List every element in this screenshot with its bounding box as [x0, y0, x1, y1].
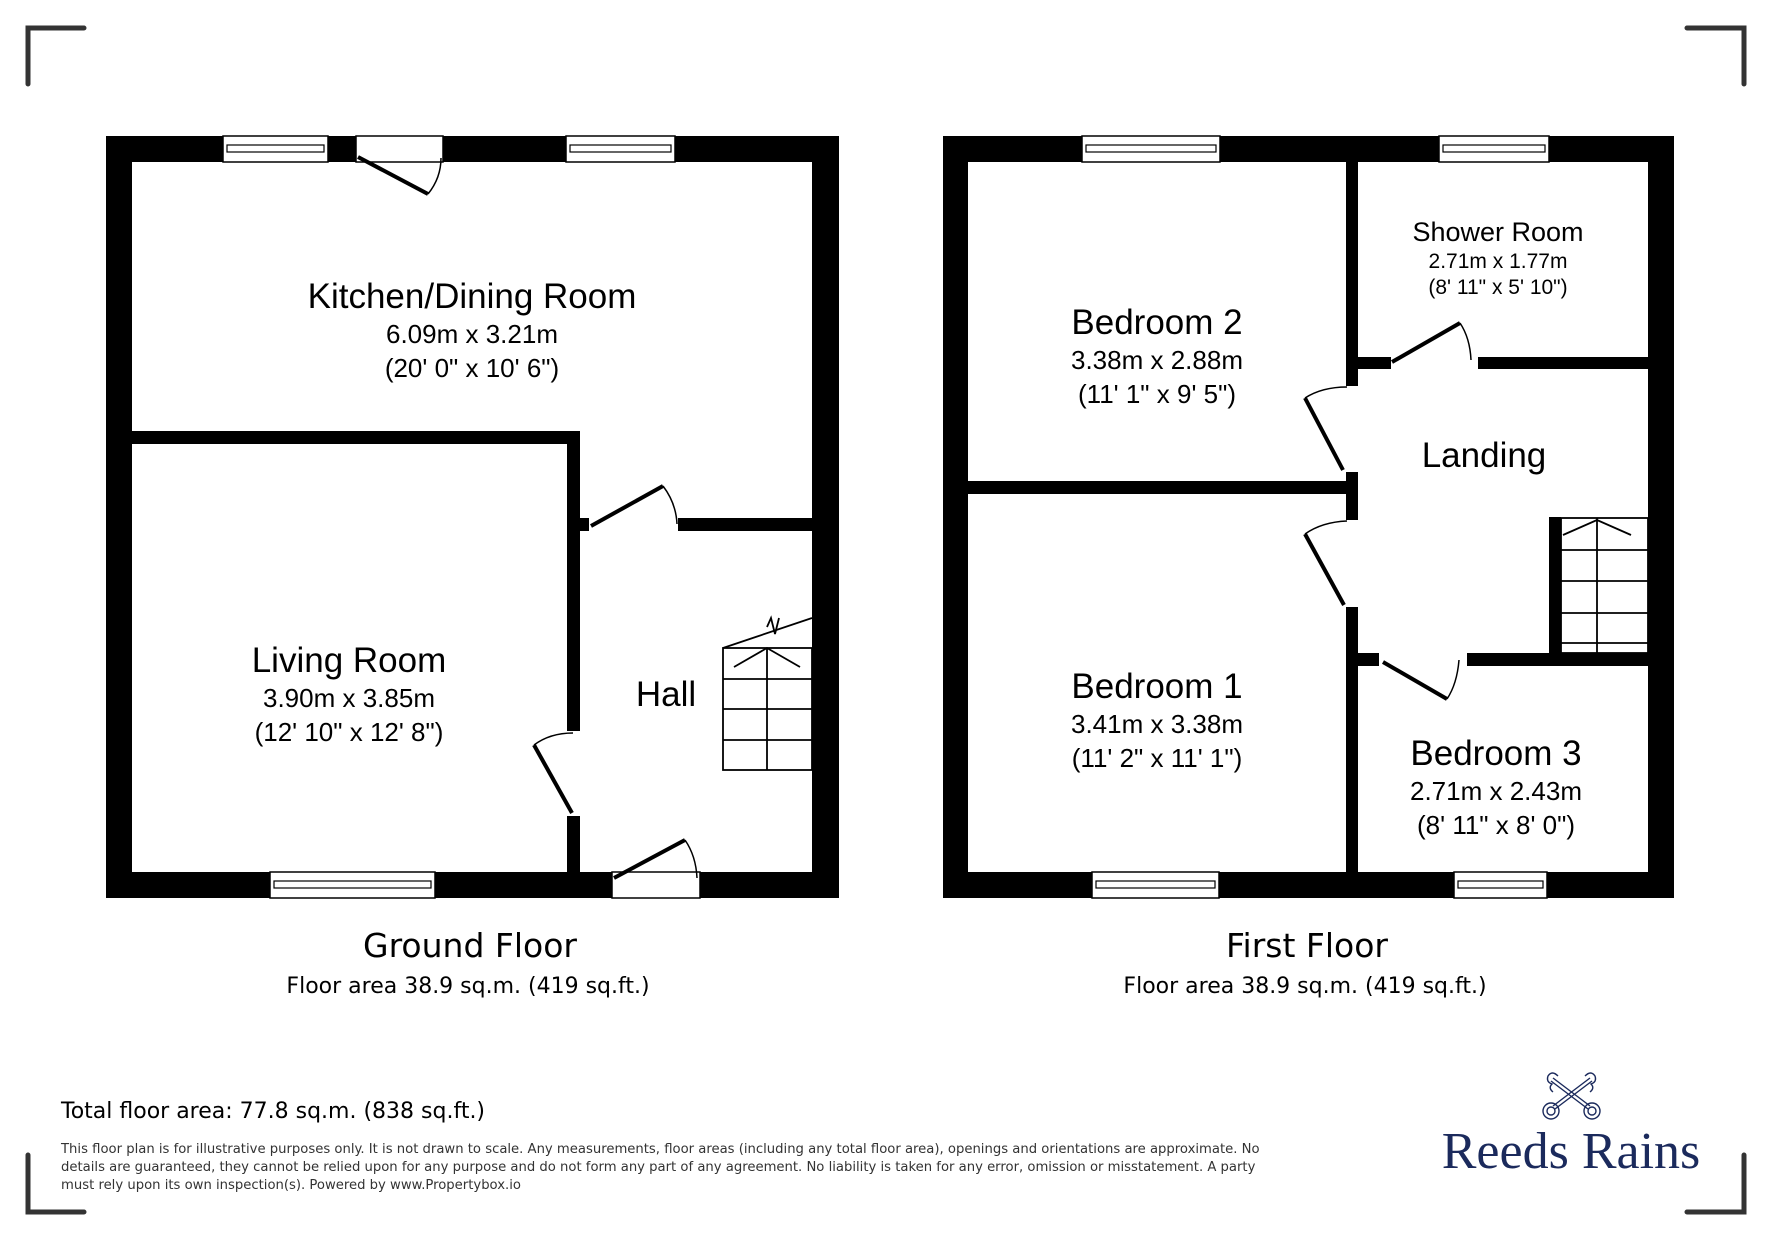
disclaimer-line-2: details are guaranteed, they cannot be r…	[61, 1160, 1256, 1175]
room-name: Bedroom 1	[1071, 667, 1242, 706]
total-floor-area: Total floor area: 77.8 sq.m. (838 sq.ft.…	[60, 1099, 485, 1124]
room-name: Bedroom 3	[1410, 734, 1581, 773]
first-wall-bed1-landing	[1346, 607, 1358, 872]
ground-wall-living-hall-upper	[567, 431, 580, 731]
door-shower-room	[1391, 321, 1472, 364]
window-bedroom-1	[1091, 871, 1220, 899]
door-bedroom-3	[1381, 659, 1460, 701]
ground-floor-area: Floor area 38.9 sq.m. (419 sq.ft.)	[286, 974, 649, 999]
room-imperial: (11' 2" x 11' 1")	[1072, 743, 1243, 773]
room-bedroom-2: Bedroom 2 3.38m x 2.88m (11' 1" x 9' 5")	[1071, 303, 1243, 409]
room-metric: 6.09m x 3.21m	[386, 319, 558, 349]
brand-name: Reeds Rains	[1442, 1123, 1701, 1180]
room-imperial: (12' 10" x 12' 8")	[255, 717, 444, 747]
corner-mark-top-right	[1684, 25, 1747, 87]
window-shower-room	[1438, 135, 1550, 163]
disclaimer-line-3: must rely upon its own inspection(s). Po…	[61, 1178, 521, 1193]
corner-mark-bottom-right	[1684, 1152, 1747, 1215]
door-bedroom-1	[1303, 520, 1348, 606]
first-outer-wall-top	[943, 136, 1674, 162]
room-name: Kitchen/Dining Room	[308, 277, 637, 316]
ground-outer-wall-left	[106, 136, 132, 898]
room-metric: 2.71m x 1.77m	[1429, 250, 1568, 273]
first-wall-bed2-shower	[1346, 162, 1358, 386]
corner-mark-top-left	[25, 25, 87, 87]
window-kitchen-right	[565, 135, 676, 163]
first-staircase	[1560, 517, 1649, 654]
window-kitchen-left	[222, 135, 329, 163]
window-bedroom-2	[1081, 135, 1221, 163]
room-metric: 3.90m x 3.85m	[263, 683, 435, 713]
ground-staircase	[722, 615, 813, 771]
room-bedroom-3: Bedroom 3 2.71m x 2.43m (8' 11" x 8' 0")	[1410, 734, 1582, 840]
door-kitchen-hall	[590, 484, 678, 528]
room-imperial: (20' 0" x 10' 6")	[385, 353, 559, 383]
door-front	[611, 838, 701, 899]
window-bedroom-3	[1453, 871, 1548, 899]
room-name: Bedroom 2	[1071, 303, 1242, 342]
room-metric: 3.41m x 3.38m	[1071, 709, 1243, 739]
room-landing: Landing	[1422, 436, 1547, 475]
room-name: Landing	[1422, 436, 1547, 475]
first-outer-wall-right	[1648, 136, 1674, 898]
ground-outer-wall-right	[812, 136, 839, 898]
room-hall: Hall	[636, 675, 696, 714]
ground-wall-living-hall-lower	[567, 816, 580, 872]
room-imperial: (11' 1" x 9' 5")	[1078, 379, 1236, 409]
room-name: Living Room	[252, 641, 447, 680]
room-kitchen-dining: Kitchen/Dining Room 6.09m x 3.21m (20' 0…	[308, 277, 637, 383]
window-living-room	[269, 871, 436, 899]
corner-mark-bottom-left	[25, 1152, 87, 1215]
first-wall-shower-stub	[1358, 357, 1391, 369]
ground-wall-hall-stub-left	[580, 518, 589, 531]
first-wall-landing-stub	[1346, 472, 1358, 520]
ground-outer-wall-bottom	[106, 872, 839, 898]
door-kitchen-back	[355, 135, 444, 196]
first-wall-stair	[1549, 517, 1561, 653]
brand-logo: Reeds Rains	[1442, 1072, 1701, 1180]
door-living-hall	[532, 732, 574, 814]
crop-marks	[25, 25, 1747, 1215]
room-metric: 2.71m x 2.43m	[1410, 776, 1582, 806]
room-living: Living Room 3.90m x 3.85m (12' 10" x 12'…	[252, 641, 447, 747]
room-imperial: (8' 11" x 8' 0")	[1417, 810, 1575, 840]
first-wall-bed2-bed1	[968, 481, 1358, 494]
footer: Total floor area: 77.8 sq.m. (838 sq.ft.…	[60, 1099, 1260, 1193]
first-floor-plan: Bedroom 2 3.38m x 2.88m (11' 1" x 9' 5")…	[943, 135, 1674, 999]
room-shower: Shower Room 2.71m x 1.77m (8' 11" x 5' 1…	[1412, 217, 1583, 299]
room-bedroom-1: Bedroom 1 3.41m x 3.38m (11' 2" x 11' 1"…	[1071, 667, 1243, 773]
door-bedroom-2	[1303, 386, 1348, 471]
first-wall-bed3-stub	[1358, 653, 1379, 666]
first-outer-wall-left	[943, 136, 968, 898]
first-wall-shower-landing	[1478, 357, 1648, 369]
first-outer-wall-bottom	[943, 872, 1674, 898]
ground-wall-hall-kitchen	[678, 518, 812, 531]
room-metric: 3.38m x 2.88m	[1071, 345, 1243, 375]
disclaimer-line-1: This floor plan is for illustrative purp…	[60, 1142, 1260, 1157]
first-floor-area: Floor area 38.9 sq.m. (419 sq.ft.)	[1123, 974, 1486, 999]
room-imperial: (8' 11" x 5' 10")	[1428, 276, 1567, 299]
crossed-keys-icon	[1542, 1072, 1601, 1120]
first-wall-bed3-landing	[1467, 653, 1648, 666]
first-floor-title: First Floor	[1226, 926, 1388, 965]
ground-floor-plan: Kitchen/Dining Room 6.09m x 3.21m (20' 0…	[106, 135, 839, 999]
ground-floor-title: Ground Floor	[363, 926, 577, 965]
room-name: Shower Room	[1412, 217, 1583, 247]
ground-wall-kitchen-living	[132, 431, 580, 444]
room-name: Hall	[636, 675, 696, 714]
ground-outer-wall-top	[106, 136, 839, 162]
